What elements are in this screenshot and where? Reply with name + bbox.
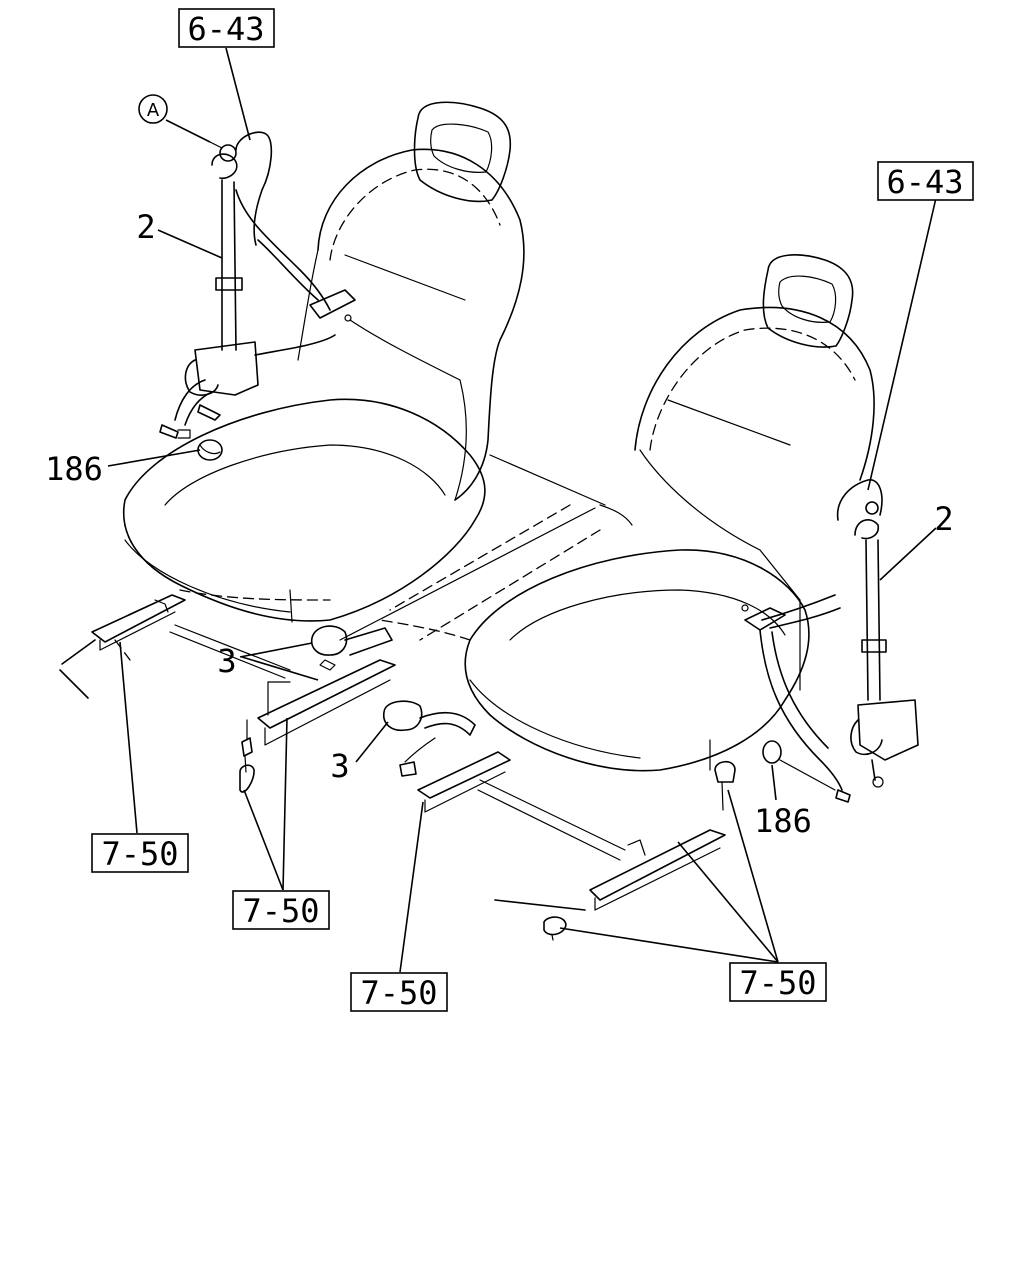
ref-label: 7-50 bbox=[739, 964, 816, 1002]
ref-label: 6-43 bbox=[187, 10, 264, 48]
ref-label: 7-50 bbox=[101, 835, 178, 873]
ref-label: 7-50 bbox=[242, 892, 319, 930]
right-seat bbox=[379, 254, 875, 772]
ref-box-top-right[interactable]: 6-43 bbox=[877, 161, 974, 201]
floor-lines bbox=[339, 454, 801, 691]
leader-lines bbox=[107, 47, 937, 973]
callout-right-cap: 186 bbox=[754, 802, 812, 840]
callout-circle-a: A bbox=[138, 94, 168, 124]
ref-box-center[interactable]: 7-50 bbox=[350, 972, 448, 1012]
left-slide-rail bbox=[59, 594, 291, 699]
center-slide-rail bbox=[382, 700, 626, 861]
ref-box-right[interactable]: 7-50 bbox=[729, 962, 827, 1002]
ref-box-top-left[interactable]: 6-43 bbox=[178, 8, 275, 48]
callout-left-belt: 2 bbox=[136, 208, 155, 246]
right-seat-belt bbox=[741, 479, 919, 803]
callout-a-label: A bbox=[147, 100, 160, 121]
left-seat bbox=[123, 101, 525, 623]
left-seat-belt bbox=[159, 131, 356, 461]
callout-right-belt: 2 bbox=[934, 500, 953, 538]
callout-left-buckle: 3 bbox=[217, 642, 236, 680]
ref-label: 6-43 bbox=[886, 163, 963, 201]
callout-left-cap: 186 bbox=[45, 450, 103, 488]
ref-box-center-left[interactable]: 7-50 bbox=[232, 890, 330, 930]
right-slide-rail bbox=[494, 760, 736, 941]
ref-box-left[interactable]: 7-50 bbox=[91, 833, 189, 873]
center-left-slide-rail bbox=[239, 625, 396, 793]
ref-label: 7-50 bbox=[360, 974, 437, 1012]
callout-center-buckle: 3 bbox=[330, 747, 349, 785]
